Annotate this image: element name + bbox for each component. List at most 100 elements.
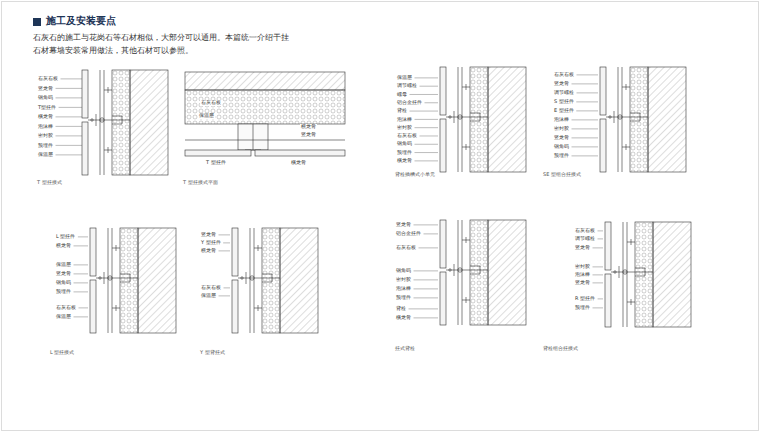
part-label: 泡沫棒 (37, 124, 54, 130)
part-label: 竖龙骨 (553, 81, 570, 87)
leader-line (420, 86, 439, 87)
section-t (82, 70, 168, 175)
leader-line (577, 74, 599, 75)
leader-line (61, 78, 83, 79)
section-combined (605, 222, 691, 327)
leader-line (56, 97, 83, 98)
leader-line (74, 316, 89, 317)
part-label: 密封胶 (396, 125, 413, 131)
leader-line (598, 238, 604, 239)
leader-line (572, 155, 599, 156)
part-label: 石灰石板 (574, 228, 596, 234)
part-label: 石灰石板 (200, 100, 222, 106)
figure-caption: T 型挂接式 (37, 180, 62, 186)
leader-line (572, 119, 599, 120)
leader-line (419, 247, 439, 248)
part-label: 密封胶 (395, 277, 412, 283)
part-label: 背栓 (395, 306, 407, 312)
part-label: 预埋件 (574, 305, 591, 311)
part-label: 预埋件 (55, 289, 72, 295)
leader-line (79, 307, 89, 308)
part-label: 竖龙骨 (200, 232, 217, 238)
leader-line (415, 144, 439, 145)
leader-line (576, 110, 598, 111)
leader-line (593, 307, 604, 308)
part-label: 螺母 (396, 92, 408, 98)
figure-caption: SE 型组合挂接式 (543, 172, 581, 178)
part-label: 保温层 (55, 262, 72, 268)
leader-line (219, 295, 231, 296)
leader-line (414, 297, 439, 298)
leader-line (74, 282, 89, 283)
part-label: 竖龙骨 (574, 280, 591, 286)
leader-line (420, 135, 439, 136)
section-back-bolt-unit (440, 67, 526, 172)
part-label: 橫龙骨 (395, 315, 412, 321)
figure-caption: 挂式背栓 (395, 346, 415, 352)
part-label: 石灰石板 (396, 133, 418, 139)
section-l (90, 228, 176, 333)
intro-text: 石灰石的施工与花岗石等石材相似，大部分可以通用。本篇统一介绍干挂 (33, 34, 289, 43)
part-label: 预埋件 (396, 150, 413, 156)
leader-line (219, 250, 231, 251)
section-hang-bolt (440, 220, 526, 325)
leader-line (424, 233, 439, 234)
part-label: 横龙骨 (300, 124, 317, 130)
part-label: 调节螺栓 (553, 90, 575, 96)
leader-line (414, 288, 439, 289)
leader-line (415, 119, 439, 120)
leader-line (78, 236, 88, 237)
part-label: 横龙骨 (55, 243, 72, 249)
leader-line (576, 101, 598, 102)
leader-line (56, 88, 83, 89)
part-label: 泡沫棒 (574, 272, 591, 278)
leader-line (56, 145, 83, 146)
part-label: 橫龙骨 (396, 158, 413, 164)
part-label: 保温层 (198, 113, 215, 119)
leader-line (409, 308, 439, 309)
slide-title: 施工及安装要点 (46, 15, 116, 27)
leader-line (56, 135, 83, 136)
part-label: 横龙骨 (200, 248, 217, 254)
part-label: 密封胶 (37, 133, 54, 139)
leader-line (414, 224, 439, 225)
part-label: 竖龙骨 (55, 271, 72, 277)
part-label: 钢角码 (396, 141, 413, 147)
part-label: 钢角码 (395, 268, 412, 274)
section-se (600, 67, 686, 172)
part-label: 竖龙骨 (300, 132, 317, 138)
part-label: 铝合金挂件 (395, 231, 422, 237)
leader-line (572, 83, 599, 84)
part-label: 铝合金挂件 (396, 100, 423, 106)
leader-line (59, 107, 82, 108)
part-label: 泡沫棒 (395, 286, 412, 292)
part-label: 预埋件 (395, 295, 412, 301)
part-label: 竖龙骨 (553, 135, 570, 141)
part-label: 石灰石板 (55, 305, 77, 311)
part-label: 泡沫棒 (553, 117, 570, 123)
intro-text: 石材幕墙安装常用做法，其他石材可以参照。 (33, 47, 193, 56)
leader-line (74, 264, 89, 265)
leader-line (410, 94, 439, 95)
leader-line (219, 234, 231, 235)
part-label: 背栓 (396, 108, 408, 114)
part-label: T型挂件 (37, 105, 57, 111)
part-label: 调节螺栓 (574, 236, 596, 242)
part-label: 钢角码 (37, 95, 54, 101)
figure-caption: 背栓插槽式小单元 (395, 172, 435, 178)
part-label: 石灰石板 (37, 76, 59, 82)
part-label: E 型挂件 (553, 108, 575, 114)
part-label: 调节螺栓 (396, 83, 418, 89)
leader-line (593, 266, 604, 267)
part-label: 竖龙骨 (37, 86, 54, 92)
part-label: S 型挂件 (553, 99, 575, 105)
leader-line (74, 291, 89, 292)
part-label: 石灰石板 (553, 72, 575, 78)
part-label: 橫龙骨 (290, 160, 307, 166)
figure-caption: L 型挂接式 (50, 350, 74, 356)
leader-line (56, 126, 83, 127)
part-label: 石灰石板 (200, 285, 222, 291)
leader-line (74, 245, 89, 246)
part-label: 钢角码 (553, 144, 570, 150)
